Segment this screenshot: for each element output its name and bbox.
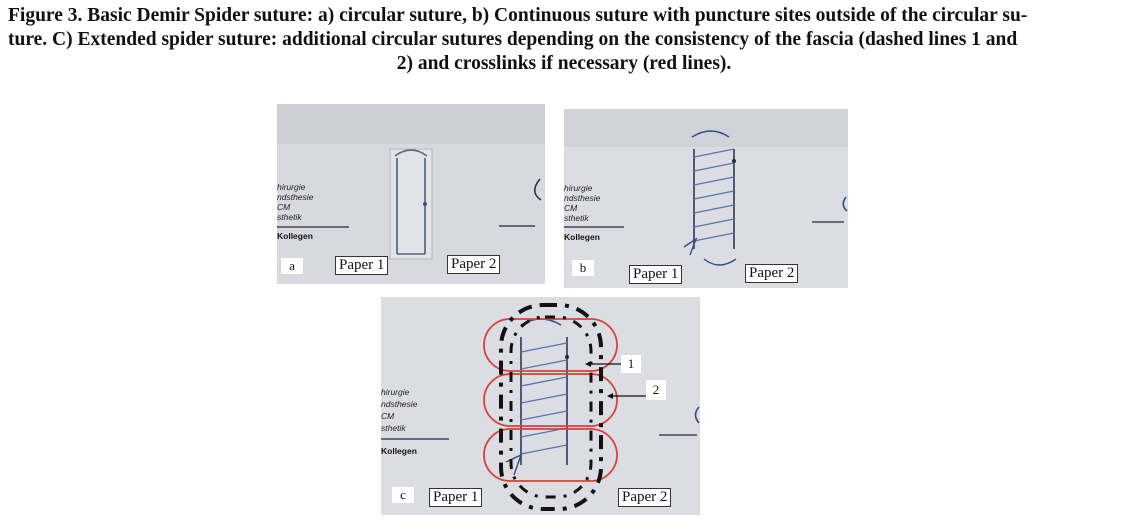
- doc-text-4: sthetik: [381, 423, 406, 433]
- doc-text-4: sthetik: [277, 212, 302, 222]
- doc-text-1: hirurgie: [564, 183, 593, 193]
- doc-text-1: hirurgie: [381, 387, 410, 397]
- panel-b-photo: hirurgie ndsthesie CM sthetik Kollegen b…: [564, 109, 848, 288]
- caption-line-1: Figure 3. Basic Demir Spider suture: a) …: [8, 5, 1028, 26]
- doc-text-3: CM: [564, 203, 578, 213]
- panel-b-letter: b: [572, 260, 594, 276]
- doc-text-2: ndsthesie: [381, 399, 418, 409]
- panel-a-paper1-label: Paper 1: [335, 256, 389, 275]
- panel-a-illustration: hirurgie ndsthesie CM sthetik Kollegen: [277, 104, 545, 284]
- doc-text-1: hirurgie: [277, 182, 306, 192]
- doc-text-5: Kollegen: [381, 446, 417, 456]
- panel-c-paper1-label: Paper 1: [429, 488, 483, 507]
- panel-c-paper2-label: Paper 2: [618, 488, 672, 507]
- caption-line-2: ture. C) Extended spider suture: additio…: [8, 29, 1018, 50]
- panel-c-letter: c: [392, 487, 414, 503]
- caption-line-3: 2) and crosslinks if necessary (red line…: [396, 53, 732, 74]
- panel-c-marker-2: 2: [646, 380, 666, 400]
- doc-text-5: Kollegen: [277, 231, 313, 241]
- panel-a-paper2-label: Paper 2: [447, 255, 501, 274]
- doc-text-2: ndsthesie: [564, 193, 601, 203]
- figure-caption: Figure 3. Basic Demir Spider suture: a) …: [8, 4, 1120, 76]
- doc-text-2: ndsthesie: [277, 192, 314, 202]
- panel-c-marker-1: 1: [621, 355, 641, 373]
- doc-text-3: CM: [381, 411, 395, 421]
- doc-text-5: Kollegen: [564, 232, 600, 242]
- panel-b-illustration: hirurgie ndsthesie CM sthetik Kollegen: [564, 109, 848, 288]
- panel-a-letter: a: [281, 258, 303, 274]
- panel-c-illustration: hirurgie ndsthesie CM sthetik Kollegen: [381, 297, 700, 515]
- doc-text-3: CM: [277, 202, 291, 212]
- doc-text-4: sthetik: [564, 213, 589, 223]
- panel-a-photo: hirurgie ndsthesie CM sthetik Kollegen a…: [277, 104, 545, 284]
- panel-b-paper1-label: Paper 1: [629, 265, 683, 284]
- panel-c-photo: hirurgie ndsthesie CM sthetik Kollegen 1…: [381, 297, 700, 515]
- panel-b-paper2-label: Paper 2: [745, 264, 799, 283]
